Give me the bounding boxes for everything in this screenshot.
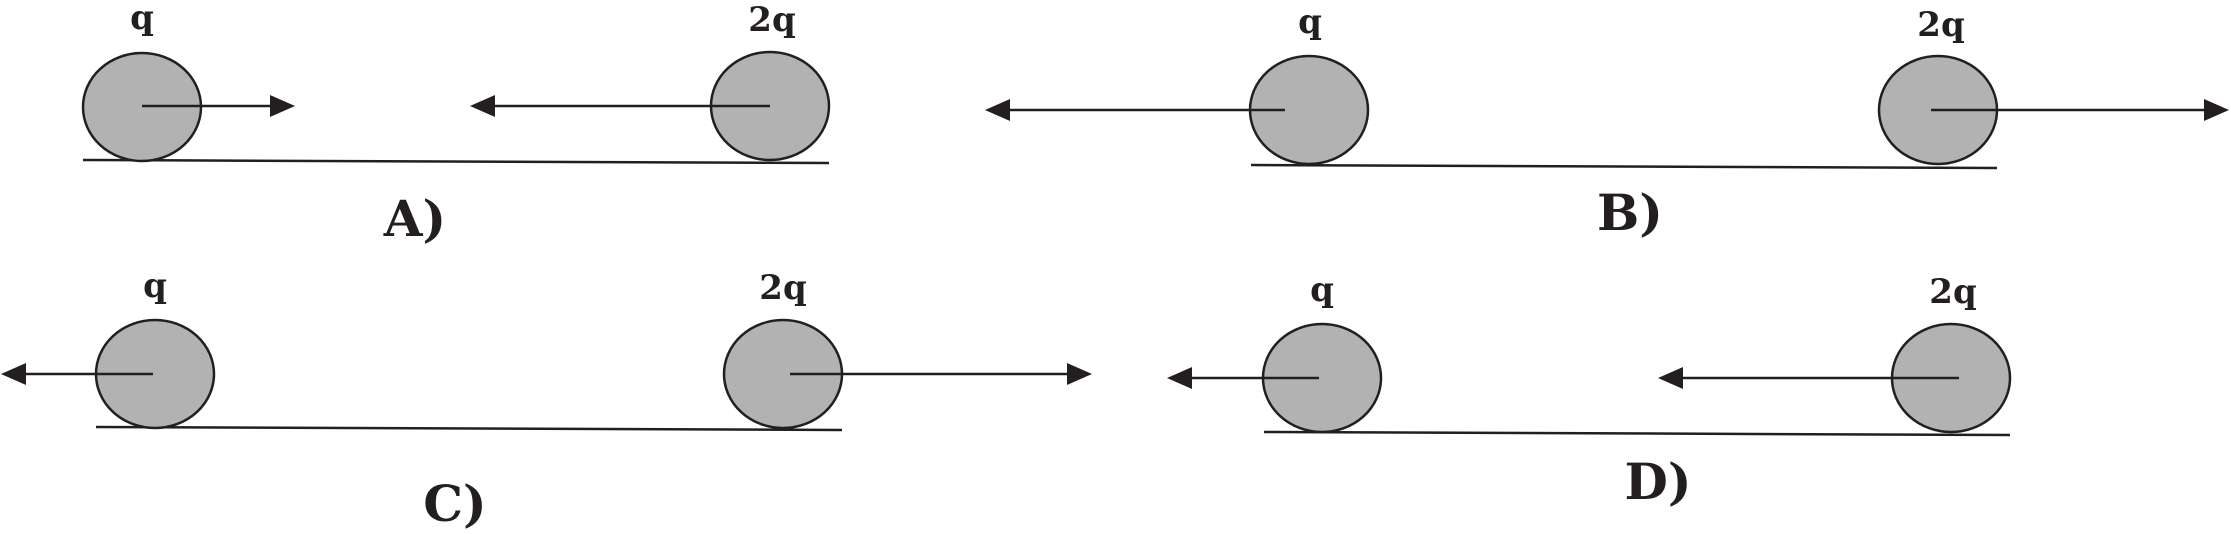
ground-line (82, 158, 830, 165)
charge-label-2q: 2q (748, 0, 795, 40)
charge-label-q: q (130, 0, 154, 38)
option-label-c: C) (423, 474, 486, 533)
panel-d: q 2q D) (1167, 270, 2012, 511)
force-arrow-q (1, 363, 153, 385)
force-arrow-q (142, 95, 295, 117)
panel-c: q 2q C) (1, 266, 1092, 533)
panel-a: q 2q A) (81, 0, 831, 248)
force-arrow-q (985, 99, 1285, 121)
force-arrow-q (1167, 367, 1319, 389)
force-arrow-2q (790, 363, 1092, 385)
charge-label-2q: 2q (759, 268, 806, 308)
option-label-a: A) (383, 189, 446, 248)
force-arrow-2q (1931, 99, 2229, 121)
charge-label-q: q (143, 266, 167, 306)
ground-line (1263, 430, 2011, 437)
force-arrow-2q (1658, 367, 1959, 389)
force-arrow-2q (470, 95, 770, 117)
option-label-b: B) (1597, 183, 1663, 242)
charge-label-q: q (1310, 270, 1334, 310)
option-label-d: D) (1624, 452, 1691, 511)
ground-line (95, 425, 843, 432)
ground-line (1250, 163, 1998, 170)
panel-b: q 2q B) (985, 2, 2229, 242)
charge-label-q: q (1298, 2, 1322, 42)
charge-label-2q: 2q (1917, 5, 1964, 45)
charge-label-2q: 2q (1929, 272, 1976, 312)
